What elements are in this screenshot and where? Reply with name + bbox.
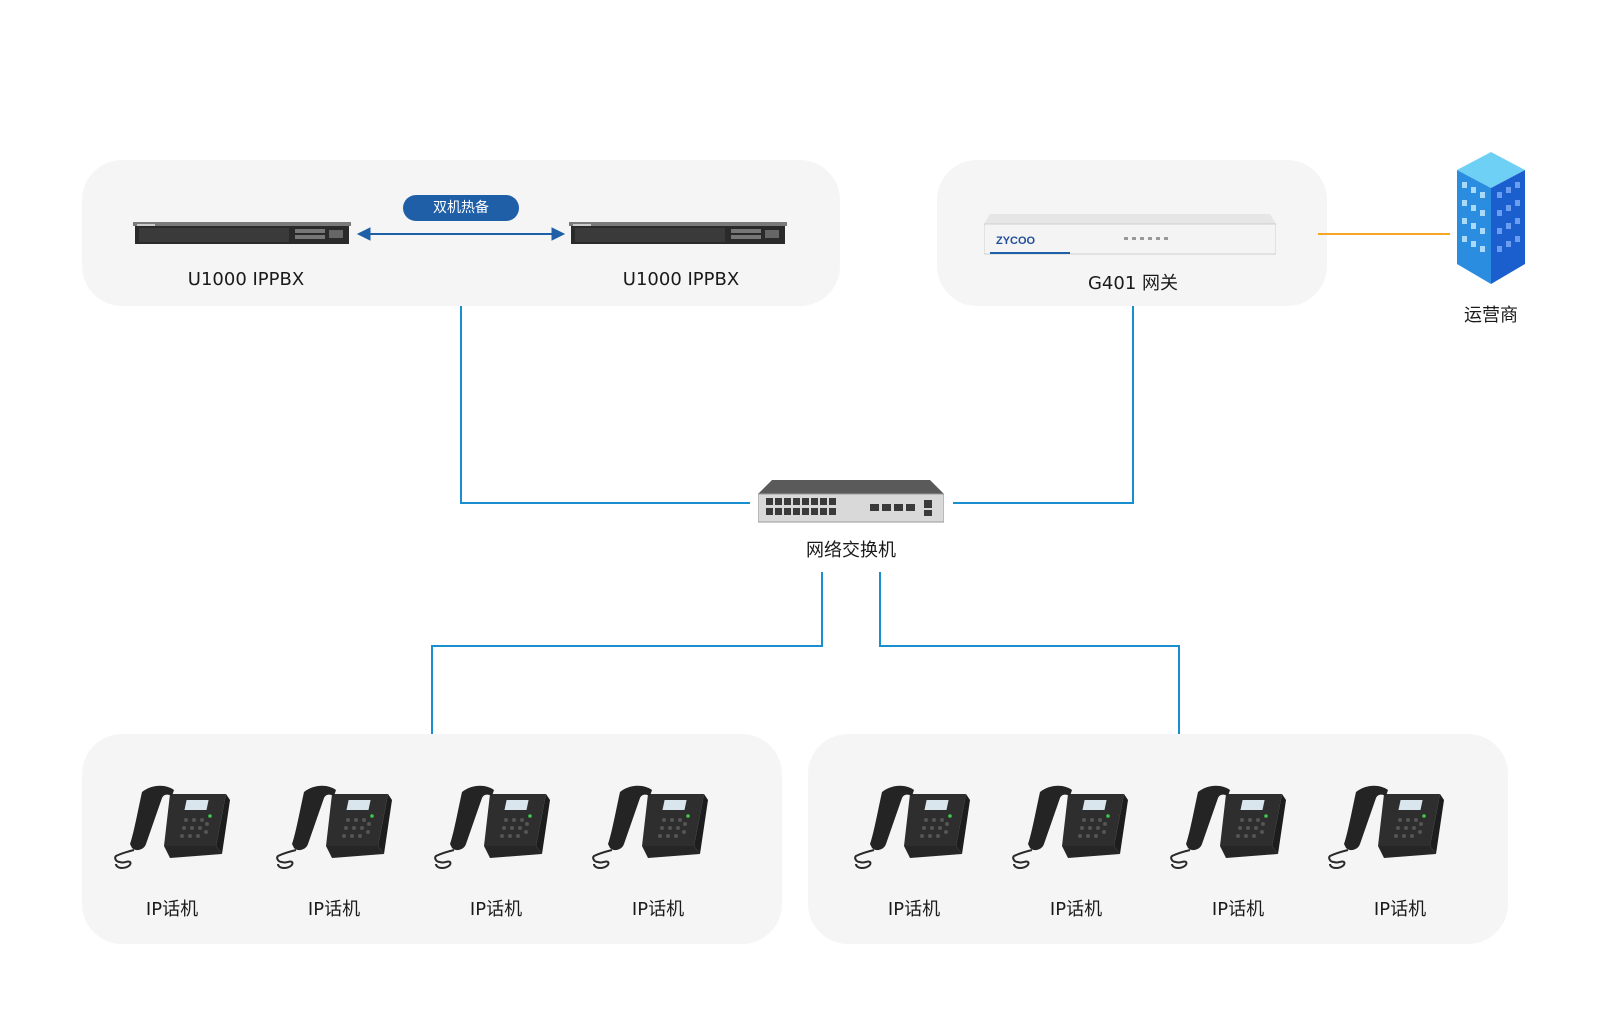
ip-phone-icon xyxy=(592,784,709,869)
switch-to-right-phones-link xyxy=(879,572,1180,734)
ip-phone-icon xyxy=(114,784,231,869)
carrier-building-icon xyxy=(1457,152,1525,284)
ippbx-left-label: U1000 IPPBX xyxy=(187,269,305,290)
ippbx-server-right-icon xyxy=(569,222,787,244)
phone-label: IP话机 xyxy=(307,899,361,920)
ip-phone-icon xyxy=(276,784,393,869)
ip-phone-icon xyxy=(854,784,971,869)
ippbx-server-left-icon xyxy=(133,222,351,244)
phone-label: IP话机 xyxy=(1373,899,1427,920)
ip-phone-icon xyxy=(1170,784,1287,869)
switch-to-left-phones-link xyxy=(431,572,823,734)
ip-phone-icon xyxy=(434,784,551,869)
phone-label: IP话机 xyxy=(1211,899,1265,920)
gateway-device-icon: ZYCOO xyxy=(984,214,1276,255)
ha-badge: 双机热备 xyxy=(403,195,519,221)
gateway-to-switch-link xyxy=(953,306,1134,504)
ha-double-arrow xyxy=(356,227,566,241)
ippbx-right-label: U1000 IPPBX xyxy=(622,269,740,290)
ip-phone-icon xyxy=(1012,784,1129,869)
gateway-label: G401 网关 xyxy=(1087,273,1179,294)
switch-label: 网络交换机 xyxy=(806,540,896,561)
ip-phone-icon xyxy=(1328,784,1445,869)
phone-label: IP话机 xyxy=(631,899,685,920)
ippbx-to-switch-link xyxy=(460,306,750,504)
phone-label: IP话机 xyxy=(145,899,199,920)
phone-label: IP话机 xyxy=(469,899,523,920)
gateway-brand-text: ZYCOO xyxy=(996,235,1036,247)
network-switch-icon xyxy=(758,480,944,523)
phone-label: IP话机 xyxy=(887,899,941,920)
carrier-label: 运营商 xyxy=(1464,305,1518,326)
phone-label: IP话机 xyxy=(1049,899,1103,920)
